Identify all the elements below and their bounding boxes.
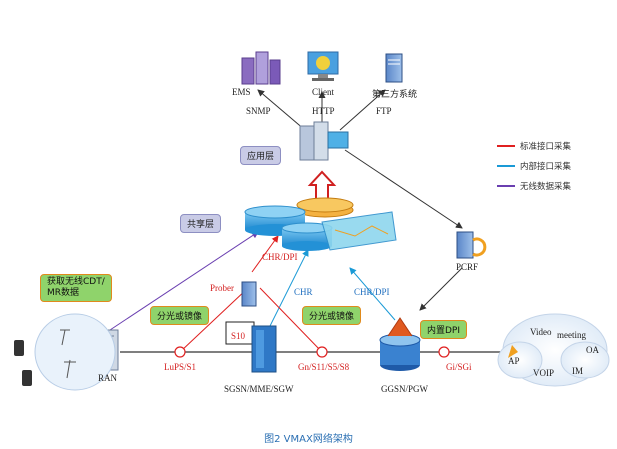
legend-standard: 标准接口采集 xyxy=(520,142,572,152)
snmp-label: SNMP xyxy=(246,106,271,116)
gi-tap-circle xyxy=(438,346,450,358)
gn-tap-line xyxy=(259,287,323,353)
ggsn-icon xyxy=(379,317,421,371)
shared-layer-storage xyxy=(244,197,397,251)
lups-s1-label: LuPS/S1 xyxy=(164,362,197,372)
pcrf-label: PCRF xyxy=(456,262,479,272)
lups-tap-circle xyxy=(174,346,186,358)
gn-tap-circle xyxy=(316,346,328,358)
chr-dpi-prober-label: CHR/DPI xyxy=(262,252,298,262)
lups-tap-line xyxy=(179,287,249,353)
mobile-phone-icon xyxy=(14,340,32,386)
ap-label: AP xyxy=(508,356,520,366)
wireless-access-cloud xyxy=(34,313,116,391)
prober-icon xyxy=(241,281,257,307)
snmp-arrow xyxy=(257,89,306,131)
client-icon xyxy=(307,51,339,81)
legend-internal: 内部接口采集 xyxy=(520,162,572,172)
pcrf-ggsn-arrow xyxy=(419,267,463,311)
split-mirror-callout-2: 分光或镜像 xyxy=(302,306,362,325)
ftp-label: FTP xyxy=(376,106,392,116)
sgsn-label: SGSN/MME/SGW xyxy=(224,384,294,394)
sgsn-chr-line xyxy=(267,249,309,331)
chr-dpi-ggsn-label: CHR/DPI xyxy=(354,287,390,297)
pcrf-icon xyxy=(456,231,487,259)
ftp-arrow xyxy=(339,89,386,131)
client-label: Client xyxy=(312,87,334,97)
figure-caption: 图2 VMAX网络架构 xyxy=(264,434,353,445)
im-label: IM xyxy=(572,366,583,376)
sgsn-icon xyxy=(251,325,277,373)
wireless-data-line xyxy=(109,231,259,331)
app-server-icon xyxy=(299,121,349,161)
ems-label: EMS xyxy=(232,87,251,97)
services-cloud xyxy=(497,313,610,387)
prober-label: Prober xyxy=(210,283,234,293)
ran-label: RAN xyxy=(98,373,118,383)
app-layer-label: 应用层 xyxy=(240,146,282,165)
voip-label: VOIP xyxy=(533,368,555,378)
third-party-label: 第三方系统 xyxy=(372,90,418,100)
oa-label: OA xyxy=(586,345,599,355)
ggsn-label: GGSN/PGW xyxy=(381,384,429,394)
builtin-dpi-callout: 内置DPI xyxy=(420,320,468,339)
legend-wireless: 无线数据采集 xyxy=(520,182,572,192)
chr-sgsn-label: CHR xyxy=(294,287,313,297)
split-mirror-callout-1: 分光或镜像 xyxy=(150,306,210,325)
wireless-data-callout: 获取无线CDT/ MR数据 xyxy=(40,274,112,302)
third-party-server-icon xyxy=(385,53,403,83)
ggsn-chr-dpi-line xyxy=(349,267,396,321)
ems-icon xyxy=(241,51,281,85)
meeting-label: meeting xyxy=(557,330,586,340)
app-pcrf-arrow xyxy=(344,149,463,229)
gn-interface-label: Gn/S11/S5/S8 xyxy=(298,362,350,372)
http-label: HTTP xyxy=(312,106,335,116)
prober-chr-dpi-line xyxy=(251,235,279,273)
shared-layer-label: 共享层 xyxy=(180,214,222,233)
video-label: Video xyxy=(530,327,552,337)
gi-sgi-label: Gi/SGi xyxy=(446,362,472,372)
s10-label: S10 xyxy=(231,331,246,341)
